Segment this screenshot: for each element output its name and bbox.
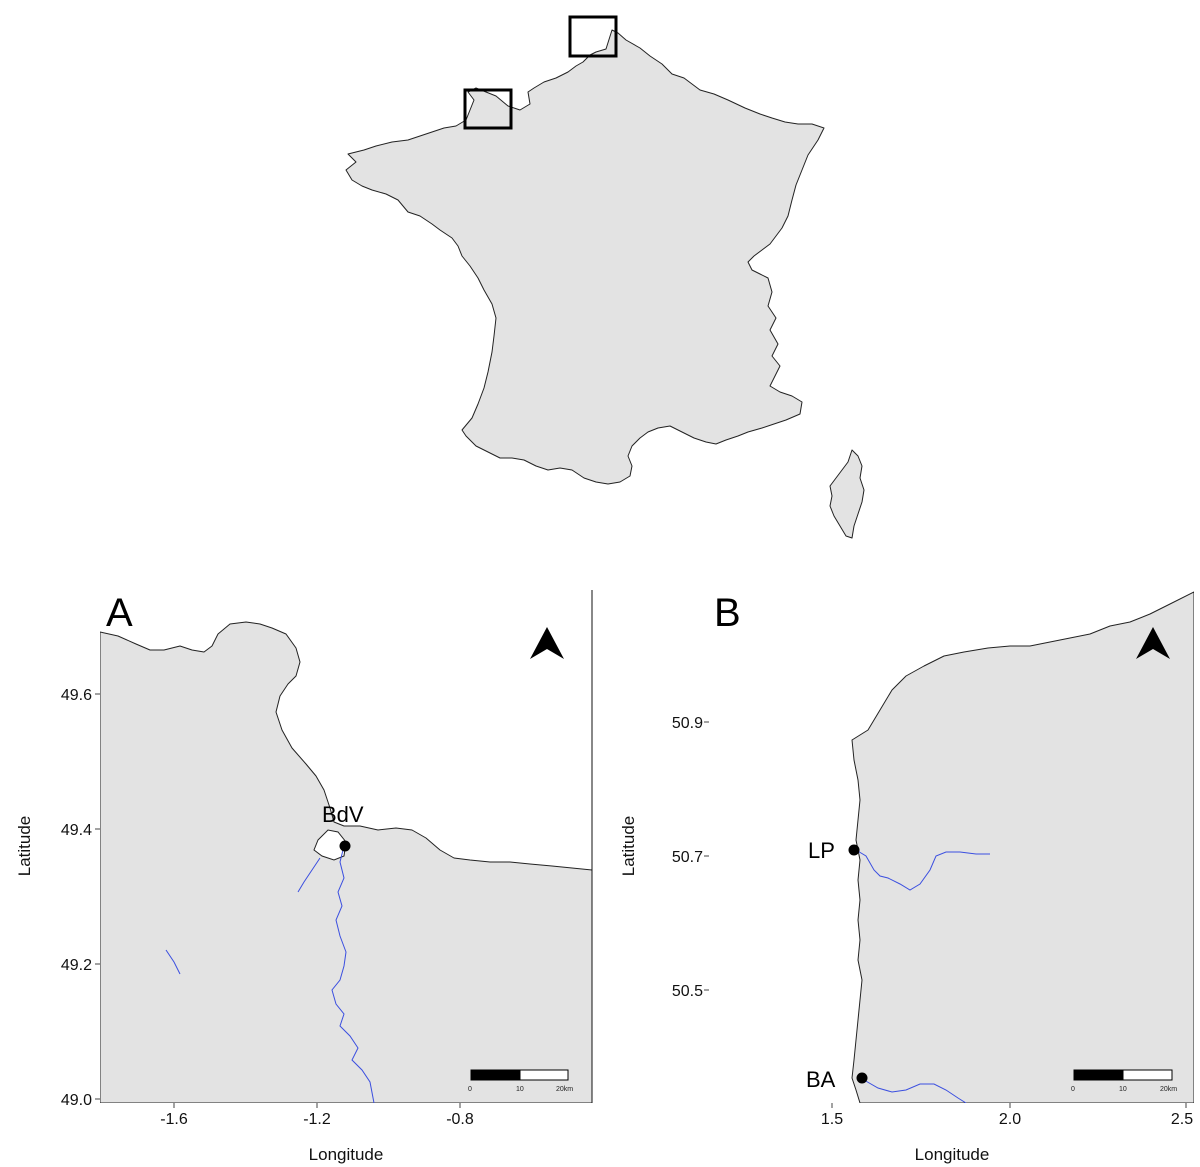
y-tick-label: 49.0	[61, 1092, 92, 1109]
site-lp: LP	[808, 838, 860, 863]
x-tick-label: -0.8	[446, 1111, 474, 1128]
site-label: LP	[808, 838, 835, 863]
inset-box-a	[463, 88, 513, 130]
scale-bar-black	[1073, 1069, 1124, 1081]
site-marker	[856, 1072, 868, 1084]
corsica	[829, 449, 865, 539]
y-tick-label: 50.5	[672, 983, 703, 1000]
panel-letter-b: B	[714, 591, 741, 635]
north-arrow-icon	[1136, 627, 1170, 659]
river-panel-a	[331, 845, 375, 1103]
river-panel-b-lower	[863, 1079, 967, 1103]
site-label: BdV	[322, 802, 364, 827]
x-axis-title: Longitude	[915, 1145, 990, 1164]
panel-letter-a: A	[106, 591, 133, 635]
river-panel-b-upper	[855, 849, 990, 891]
scale-label-20km: 20km	[556, 1086, 573, 1093]
north-arrow-icon	[530, 627, 564, 659]
panel-a: A BdV 0 10 20km -1.6 -1.2 -0.8 49.6 49.4…	[15, 590, 593, 1164]
panel-b: B LP BA 0 10 20km 1.5 2.0 2.5 50.9 50.7 …	[619, 591, 1194, 1164]
scale-bar: 0 10 20km	[468, 1069, 573, 1093]
x-tick-label: -1.2	[303, 1111, 331, 1128]
scale-bar-white	[1122, 1069, 1173, 1081]
site-ba: BA	[806, 1067, 868, 1092]
y-axis-title: Latitude	[15, 816, 34, 877]
x-tick-label: -1.6	[160, 1111, 188, 1128]
scale-label-0: 0	[468, 1086, 472, 1093]
x-tick-label: 1.5	[821, 1111, 843, 1128]
y-tick-label: 49.4	[61, 822, 92, 839]
site-marker	[848, 844, 860, 856]
scale-bar-white	[519, 1069, 569, 1081]
y-tick-label: 50.9	[672, 715, 703, 732]
x-tick-label: 2.0	[999, 1111, 1021, 1128]
river-bay-branch-a	[165, 949, 181, 975]
scale-bar: 0 10 20km	[1071, 1069, 1177, 1093]
x-tick-label: 2.5	[1171, 1111, 1193, 1128]
picardie-land	[851, 591, 1194, 1103]
overview-map	[345, 15, 865, 539]
site-bdv: BdV	[322, 802, 364, 852]
river-branch-a	[297, 857, 321, 893]
france-mainland	[345, 29, 825, 485]
scale-label-20km: 20km	[1160, 1086, 1177, 1093]
y-tick-label: 50.7	[672, 849, 703, 866]
site-label: BA	[806, 1067, 836, 1092]
cotentin-land	[100, 621, 592, 1103]
scale-label-10: 10	[1119, 1086, 1127, 1093]
inset-box-b	[568, 15, 618, 58]
scale-bar-black	[470, 1069, 521, 1081]
x-axis-title: Longitude	[309, 1145, 384, 1164]
site-marker	[339, 840, 351, 852]
y-tick-label: 49.6	[61, 687, 92, 704]
y-axis-title: Latitude	[619, 816, 638, 877]
y-tick-label: 49.2	[61, 957, 92, 974]
scale-label-0: 0	[1071, 1086, 1075, 1093]
seine-estuary-water	[313, 829, 347, 861]
scale-label-10: 10	[516, 1086, 524, 1093]
